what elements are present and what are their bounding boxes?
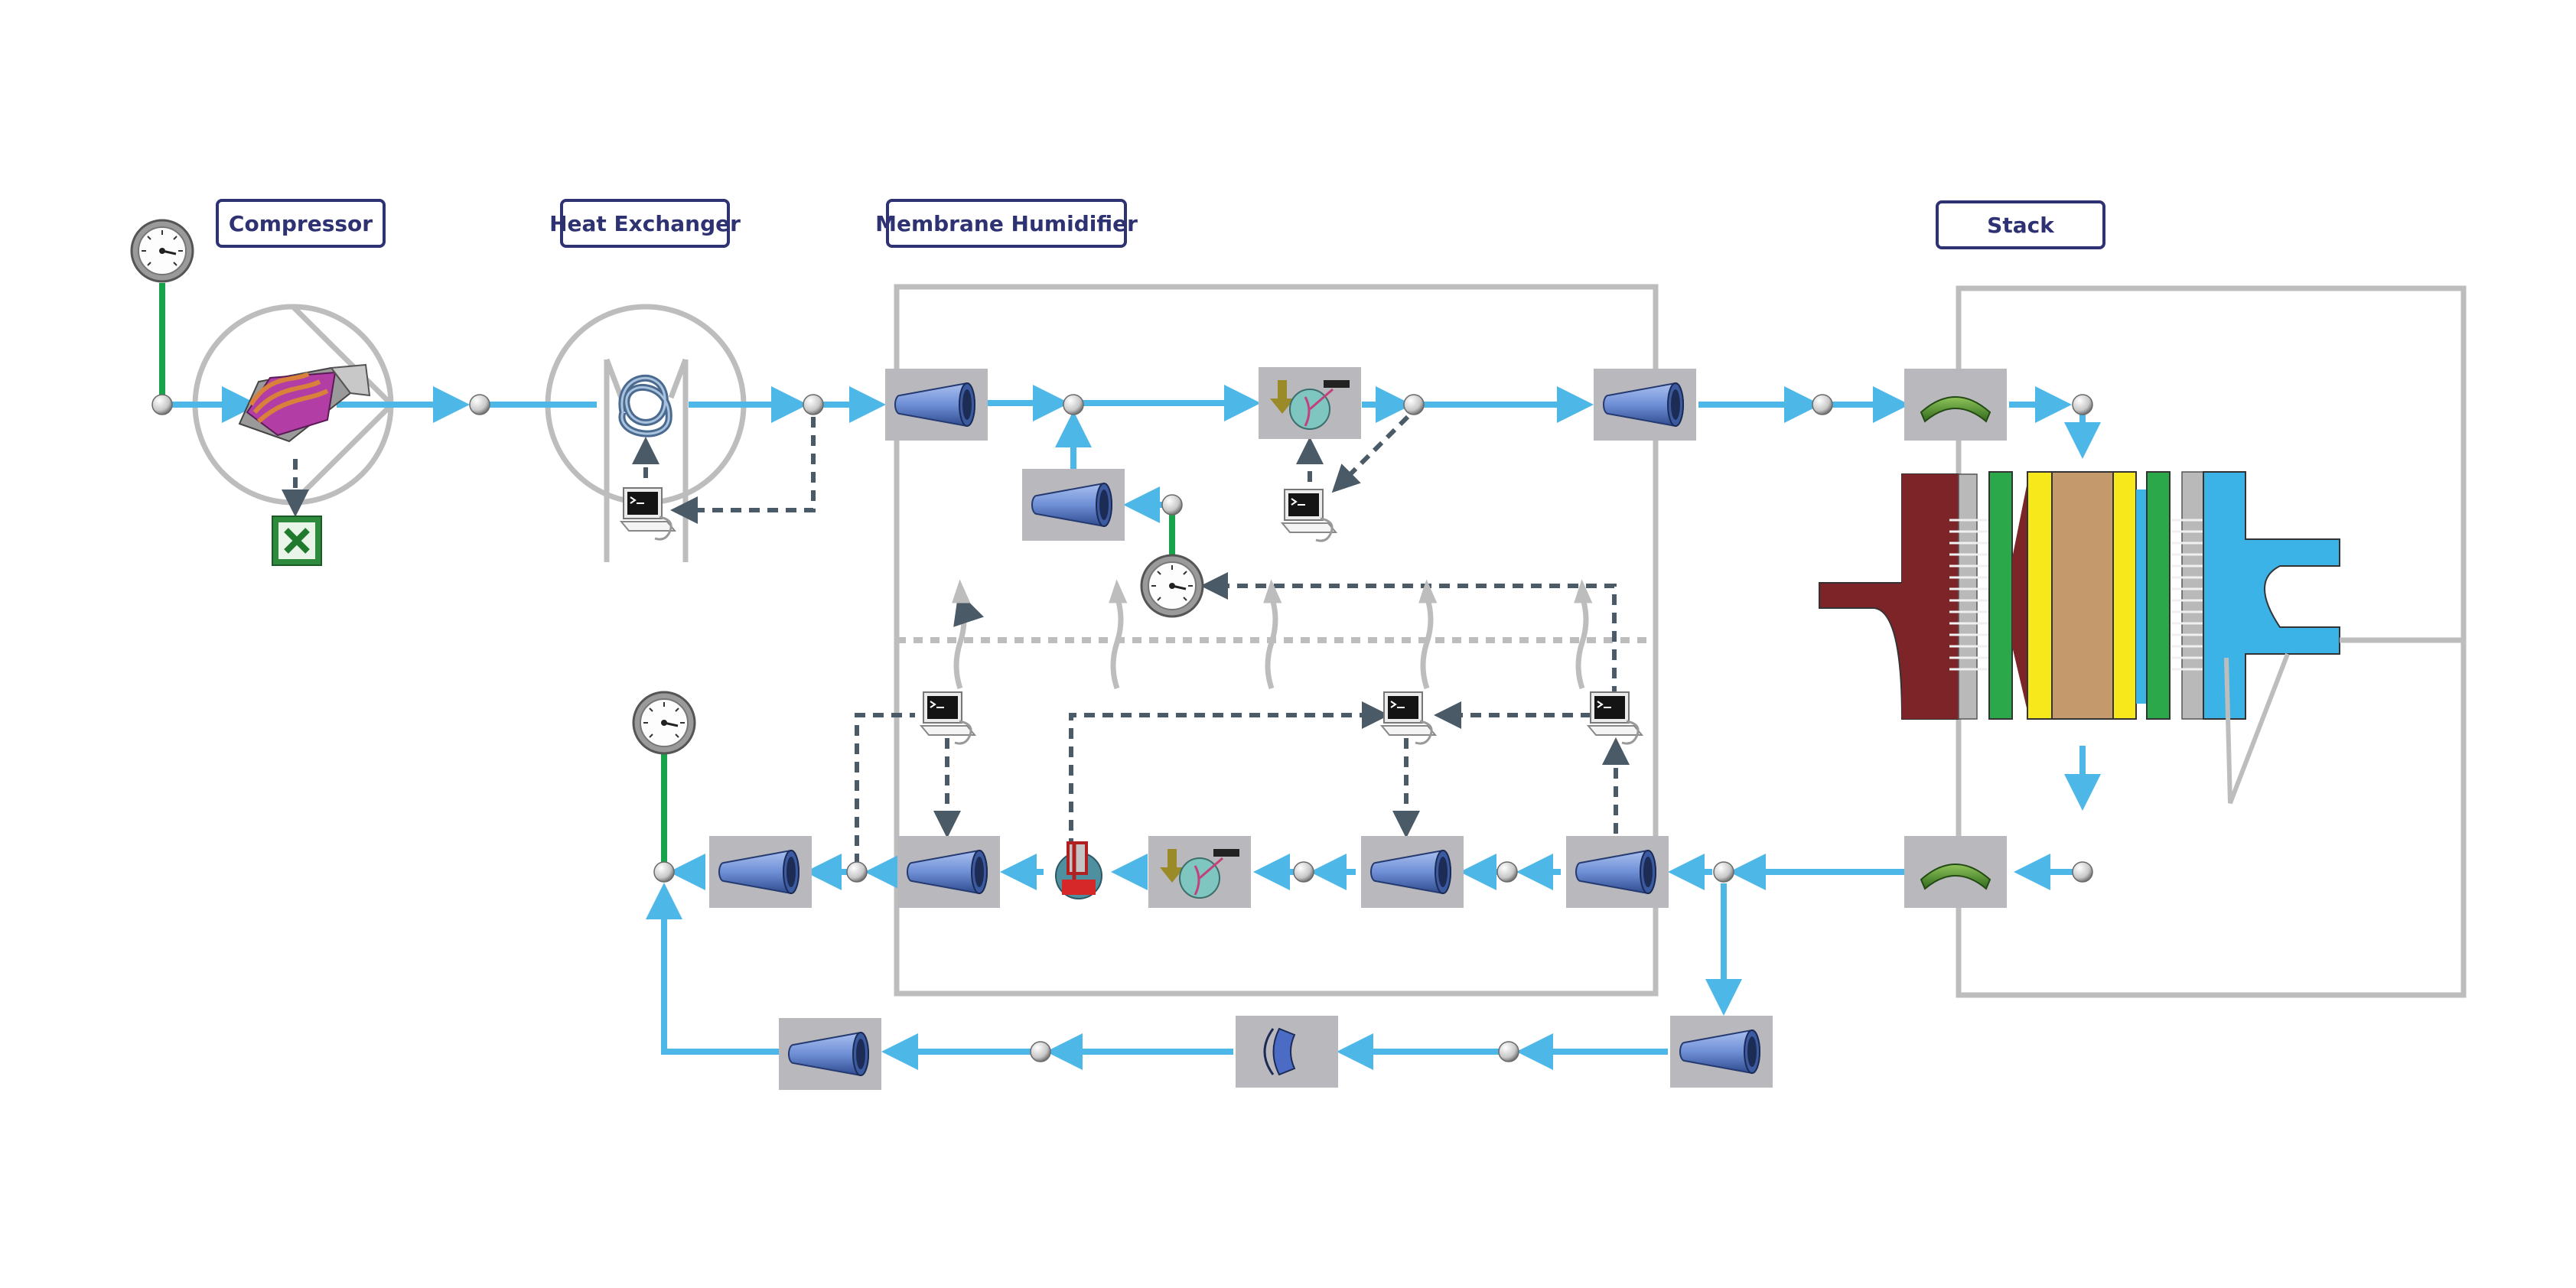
heat-exchanger-icon[interactable] [618,374,672,437]
gauge-icon[interactable] [1140,554,1204,618]
junction-node-icon [1713,861,1734,883]
controller-icon[interactable] [1587,691,1643,745]
vapor-arrows [952,579,1593,690]
junction-node-icon [1063,394,1084,415]
controller-icon[interactable] [920,691,976,745]
compressor-icon[interactable] [238,363,371,443]
humidity-source-icon[interactable] [1147,834,1252,909]
junction-node-icon [1496,861,1518,883]
junction-node-icon [1161,494,1183,516]
junction-node-icon [2072,861,2093,883]
membrane-humidifier-label: Membrane Humidifier [875,199,1138,248]
junction-node-icon [469,394,490,415]
junction-node-icon [1030,1041,1051,1062]
humidity-source-icon[interactable] [1257,366,1363,441]
junction-node-icon [653,861,675,883]
controller-icon[interactable] [1281,488,1337,542]
pipe-icon[interactable] [1593,368,1697,441]
valve-icon[interactable] [1055,841,1102,899]
bent-pipe-icon[interactable] [1904,835,2008,909]
pipe-icon[interactable] [1360,835,1464,909]
pipe-icon[interactable] [897,835,1001,909]
sensor-lines [159,283,1175,866]
gauge-icon[interactable] [130,219,194,283]
junction-node-icon [151,394,173,415]
pipe-icon[interactable] [884,368,988,441]
junction-node-icon [803,394,824,415]
signal-lines [282,415,1630,864]
junction-node-icon [2072,394,2093,415]
controller-icon[interactable] [1380,691,1437,745]
junction-node-icon [1293,861,1314,883]
stack-label: Stack [1936,200,2105,249]
bent-pipe-icon[interactable] [1904,368,2008,441]
gauge-icon[interactable] [632,691,696,755]
pipe-icon[interactable] [1565,835,1669,909]
flow-lines [163,385,2101,1070]
spreadsheet-icon[interactable] [272,516,322,566]
junction-node-icon [846,861,868,883]
junction-node-icon [1498,1041,1519,1062]
pipe-icon[interactable] [1669,1015,1773,1088]
controller-icon[interactable] [620,486,676,541]
heat-exchanger-label: Heat Exchanger [549,199,741,248]
pipe-icon[interactable] [778,1017,882,1091]
junction-node-icon [1403,394,1425,415]
junction-node-icon [1812,394,1833,415]
orifice-icon[interactable] [1236,1016,1338,1088]
fuel-cell-stack [1819,471,2464,805]
pipe-icon[interactable] [708,835,813,909]
pipe-icon[interactable] [1021,468,1125,542]
compressor-label: Compressor [216,199,386,248]
